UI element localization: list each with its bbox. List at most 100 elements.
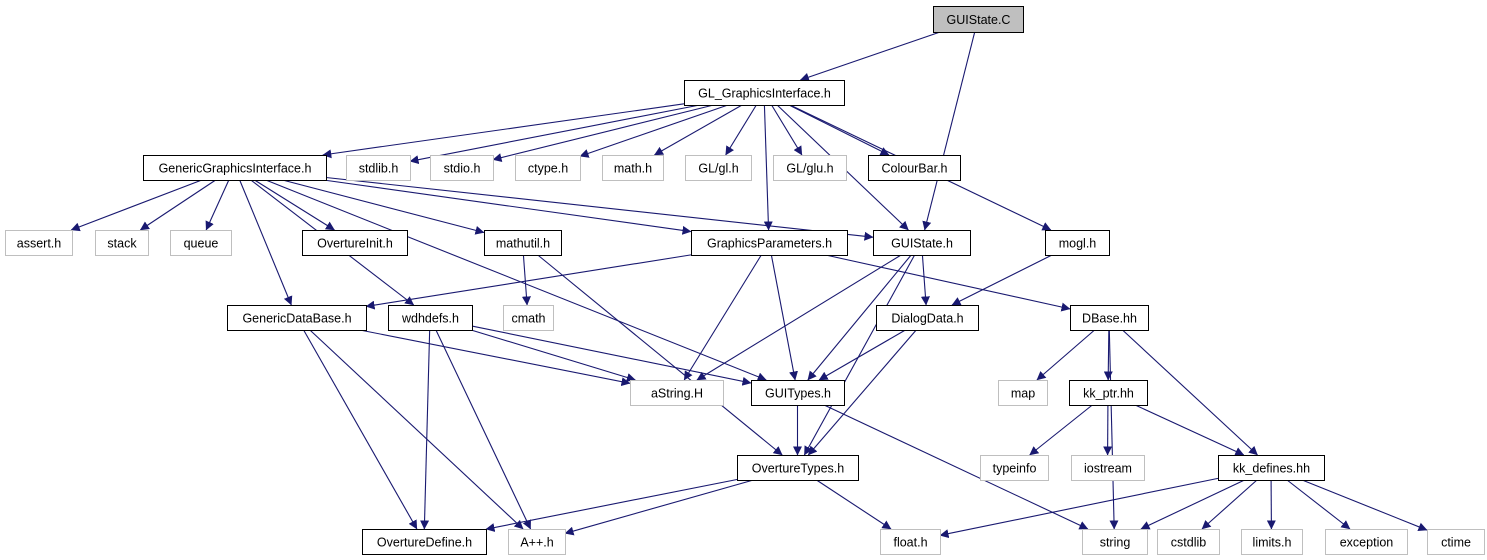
- node-label: GL/glu.h: [786, 162, 833, 176]
- edge-gdb-to-overturedefine: [303, 329, 418, 530]
- node-iostream: iostream: [1071, 455, 1145, 481]
- node-box: [1325, 529, 1408, 555]
- node-label: exception: [1340, 536, 1394, 550]
- edge-guistate_h-to-guitypes: [807, 254, 912, 381]
- node-box: [346, 155, 411, 181]
- edge-dbase-to-kkdefines: [1122, 329, 1258, 456]
- node-label: ctype.h: [528, 162, 568, 176]
- node-box: [880, 529, 941, 555]
- node-label: A++.h: [520, 536, 553, 550]
- node-overturedefine[interactable]: OvertureDefine.h: [362, 529, 487, 555]
- edge-gdb-to-app: [309, 329, 524, 530]
- node-label: ColourBar.h: [881, 162, 947, 176]
- node-gdb[interactable]: GenericDataBase.h: [227, 305, 367, 331]
- node-stack: stack: [95, 230, 149, 256]
- node-box: [227, 305, 367, 331]
- node-label: stdio.h: [444, 162, 481, 176]
- node-box: [998, 380, 1048, 406]
- node-mogl[interactable]: mogl.h: [1045, 230, 1110, 256]
- node-stdio: stdio.h: [430, 155, 494, 181]
- edge-dialogdata-to-overturetypes: [807, 329, 917, 456]
- node-guistate-h[interactable]: GUIState.h: [873, 230, 971, 256]
- node-overturetypes[interactable]: OvertureTypes.h: [737, 455, 859, 481]
- edge-gl_gi-to-stdlib: [409, 104, 700, 165]
- node-box: [751, 380, 845, 406]
- node-label: GL/gl.h: [698, 162, 738, 176]
- edge-mogl-to-dialogdata: [951, 254, 1053, 306]
- node-guitypes[interactable]: GUITypes.h: [751, 380, 845, 406]
- node-label: typeinfo: [993, 462, 1037, 476]
- node-box: [773, 155, 847, 181]
- node-label: OvertureInit.h: [317, 237, 393, 251]
- node-box: [302, 230, 408, 256]
- node-box: [1218, 455, 1325, 481]
- node-ggi[interactable]: GenericGraphicsInterface.h: [143, 155, 327, 181]
- node-label: wdhdefs.h: [401, 312, 459, 326]
- node-cmath: cmath: [503, 305, 554, 331]
- node-label: mathutil.h: [496, 237, 550, 251]
- edge-mathutil-to-overturetypes: [537, 254, 783, 456]
- edge-wdhdefs-to-app: [435, 329, 532, 530]
- node-box: [508, 529, 566, 555]
- nodes-layer: GUIState.C GL_GraphicsInterface.hGenericG…: [5, 6, 1485, 555]
- node-label: float.h: [893, 536, 927, 550]
- node-graphparams[interactable]: GraphicsParameters.h: [691, 230, 848, 256]
- node-box: [1069, 380, 1148, 406]
- node-ctime: ctime: [1427, 529, 1485, 555]
- node-label: ctime: [1441, 536, 1471, 550]
- node-kkdefines[interactable]: kk_defines.hh: [1218, 455, 1325, 481]
- node-label: limits.h: [1253, 536, 1292, 550]
- node-box: [362, 529, 487, 555]
- node-gl-gi[interactable]: GL_GraphicsInterface.h: [684, 80, 845, 106]
- node-label: GUITypes.h: [765, 387, 831, 401]
- node-label: GraphicsParameters.h: [707, 237, 832, 251]
- node-assert: assert.h: [5, 230, 73, 256]
- node-box: [980, 455, 1049, 481]
- node-guistate-c[interactable]: GUIState.C: [933, 6, 1024, 33]
- node-dialogdata[interactable]: DialogData.h: [876, 305, 979, 331]
- edge-dbase-to-map: [1036, 329, 1095, 381]
- edge-kkdefines-to-exception: [1286, 479, 1351, 530]
- edge-guistate_h-to-astring: [696, 254, 902, 381]
- node-glgl: GL/gl.h: [685, 155, 752, 181]
- node-overtureinit[interactable]: OvertureInit.h: [302, 230, 408, 256]
- node-label: OvertureTypes.h: [752, 462, 844, 476]
- node-dbase[interactable]: DBase.hh: [1070, 305, 1149, 331]
- edge-ggi-to-graphparams: [323, 179, 692, 235]
- edge-dbase-to-kkptr: [1103, 329, 1113, 381]
- node-box: [430, 155, 494, 181]
- node-label: aString.H: [651, 387, 703, 401]
- edge-graphparams-to-dbase: [825, 254, 1071, 312]
- node-box: [873, 230, 971, 256]
- node-box: [1427, 529, 1485, 555]
- node-mathutil[interactable]: mathutil.h: [484, 230, 562, 256]
- node-box: [868, 155, 961, 181]
- node-box: [1241, 529, 1303, 555]
- node-box: [484, 230, 562, 256]
- node-box: [1070, 305, 1149, 331]
- node-label: GUIState.h: [891, 237, 953, 251]
- edge-ggi-to-assert: [70, 179, 203, 232]
- edge-wdhdefs-to-guitypes: [471, 325, 752, 386]
- node-box: [691, 230, 848, 256]
- node-colourbar[interactable]: ColourBar.h: [868, 155, 961, 181]
- edge-gl_gi-to-math: [654, 104, 743, 156]
- edge-guistate_h-to-dialogdata: [920, 254, 930, 306]
- edge-dbase-to-string: [1108, 329, 1119, 530]
- node-label: GUIState.C: [947, 13, 1011, 27]
- node-cstdlib: cstdlib: [1157, 529, 1220, 555]
- node-limits: limits.h: [1241, 529, 1303, 555]
- node-box: [1071, 455, 1145, 481]
- edge-kkdefines-to-float: [939, 477, 1219, 539]
- node-wdhdefs[interactable]: wdhdefs.h: [388, 305, 473, 331]
- node-label: stdlib.h: [359, 162, 399, 176]
- node-kkptr[interactable]: kk_ptr.hh: [1069, 380, 1148, 406]
- node-exception: exception: [1325, 529, 1408, 555]
- edge-gl_gi-to-glglu: [771, 104, 803, 156]
- node-label: stack: [107, 237, 137, 251]
- edge-gl_gi-to-graphparams: [763, 104, 773, 231]
- node-label: math.h: [614, 162, 652, 176]
- node-box: [170, 230, 232, 256]
- edge-guistate_c-to-gl_gi: [799, 31, 941, 82]
- node-box: [515, 155, 581, 181]
